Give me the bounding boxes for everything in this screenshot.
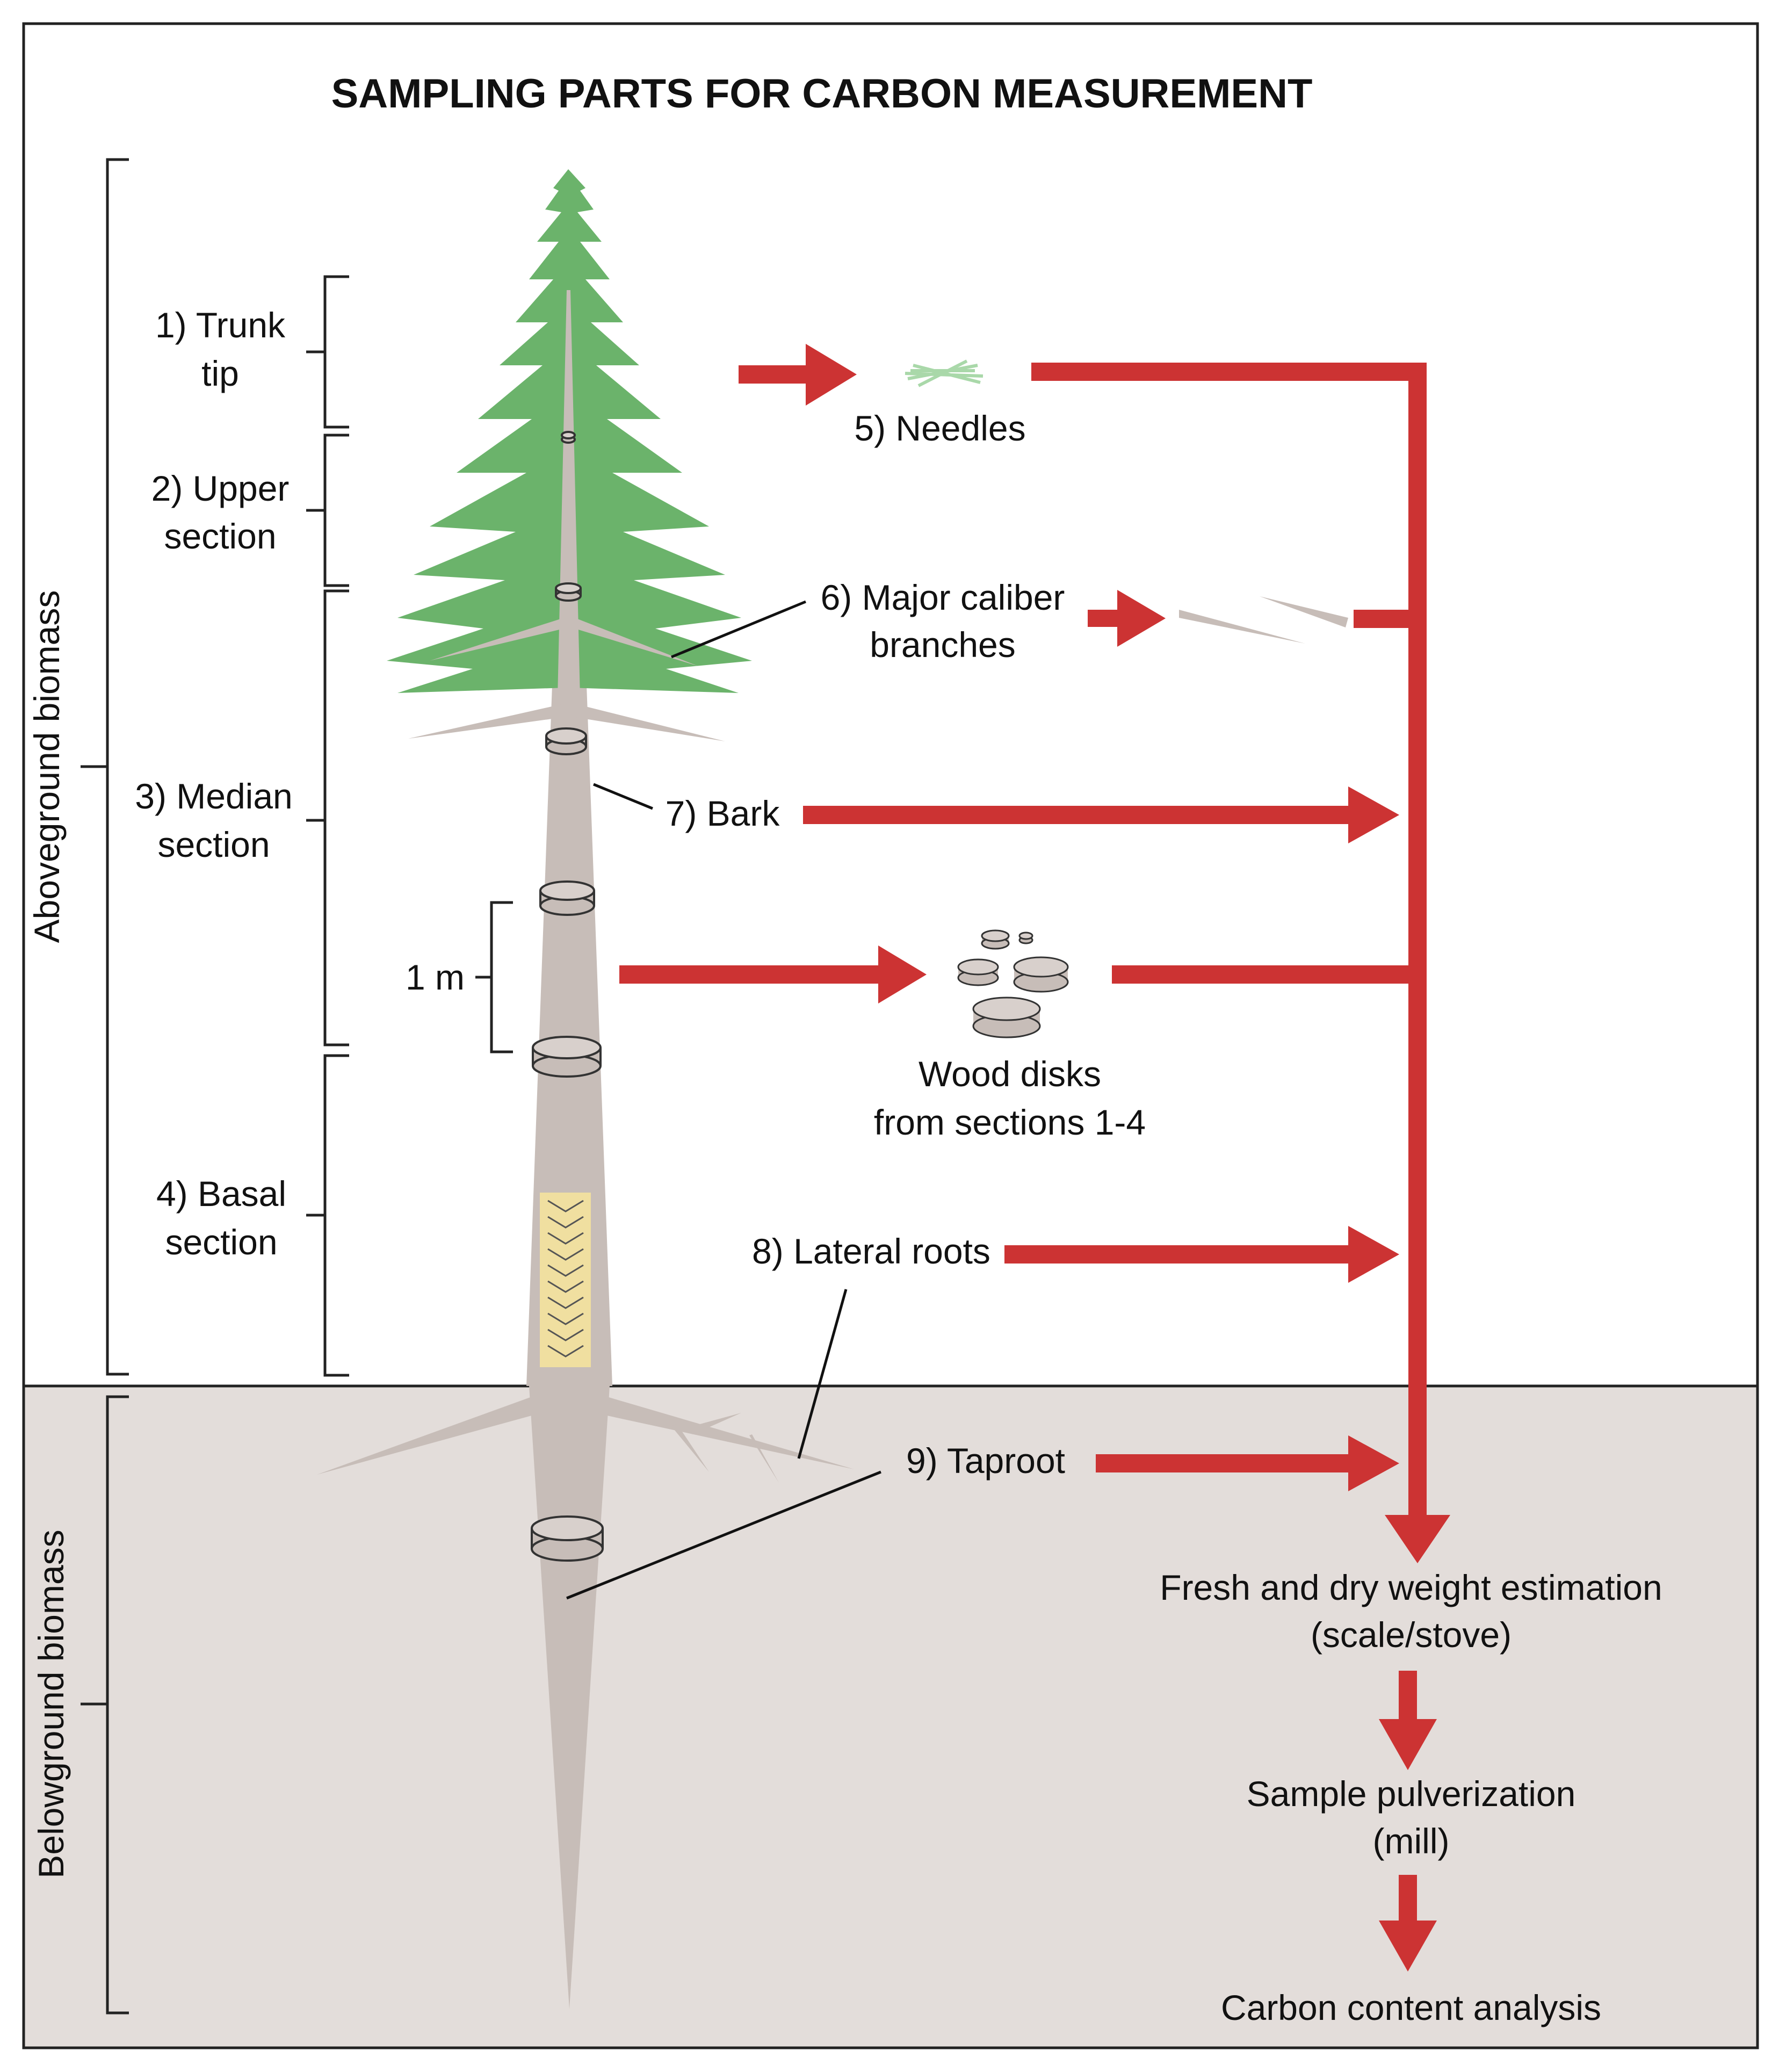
wood-disks-pile-icon: [957, 929, 1069, 1038]
bark-label: 7) Bark: [666, 793, 780, 833]
wood-disks-label-line2: from sections 1-4: [874, 1102, 1146, 1142]
belowground-bracket: [81, 1395, 129, 2015]
upper-section-label-line2: section: [164, 516, 276, 556]
needles-label: 5) Needles: [854, 408, 1025, 448]
median-section-label-line2: section: [157, 825, 270, 864]
trunk-tip-label-line1: 1) Trunk: [155, 305, 286, 345]
trunk-disk-median-lower: [539, 880, 595, 916]
taproot-label: 9) Taproot: [906, 1441, 1065, 1481]
median-section-label-line1: 3) Median: [135, 776, 293, 816]
taproot-disk: [531, 1515, 604, 1562]
basal-section-bracket: [306, 1054, 349, 1377]
flow-arrows: [619, 344, 1450, 1972]
process-step1-line1: Fresh and dry weight estimation: [1160, 1568, 1662, 1607]
median-section-bracket: [306, 589, 349, 1046]
basal-section-label-line1: 4) Basal: [156, 1174, 286, 1214]
process-step1-line2: (scale/stove): [1311, 1615, 1512, 1655]
branches-sample-icon: [1179, 596, 1348, 644]
trunk-disk-basal: [532, 1036, 602, 1078]
leader-lines: [566, 600, 881, 1600]
process-step2-line2: (mill): [1373, 1821, 1450, 1861]
trunk-tip-label-line2: tip: [201, 353, 239, 393]
crown-branches: [430, 618, 698, 666]
process-step2-line1: Sample pulverization: [1247, 1774, 1576, 1814]
branches-label-line1: 6) Major caliber: [821, 577, 1065, 617]
wood-disks-label-line1: Wood disks: [919, 1054, 1101, 1094]
diagram-border: [22, 22, 1759, 2049]
diagram-title: SAMPLING PARTS FOR CARBON MEASUREMENT: [331, 71, 1313, 117]
process-step3: Carbon content analysis: [1221, 1988, 1601, 2027]
one-meter-bracket: [475, 901, 513, 1053]
belowground-label: Belowground biomass: [31, 1529, 71, 1878]
needles-sample-icon: [905, 359, 983, 387]
upper-section-bracket: [306, 434, 349, 587]
one-meter-label: 1 m: [406, 957, 465, 997]
trunk-disk-median: [545, 727, 587, 755]
trunk-tip-bracket: [306, 275, 349, 429]
belowground-background: [24, 1386, 1758, 2048]
upper-section-label-line1: 2) Upper: [151, 468, 290, 508]
aboveground-label: Aboveground biomass: [27, 590, 67, 943]
trunk-disk-upper: [555, 582, 582, 602]
branches-label-line2: branches: [870, 625, 1016, 665]
basal-section-label-line2: section: [165, 1222, 277, 1262]
aboveground-bracket: [81, 158, 129, 1376]
core-sample: [540, 1193, 591, 1367]
lateral-roots-label: 8) Lateral roots: [752, 1231, 990, 1271]
trunk-disk-tip: [561, 431, 576, 444]
